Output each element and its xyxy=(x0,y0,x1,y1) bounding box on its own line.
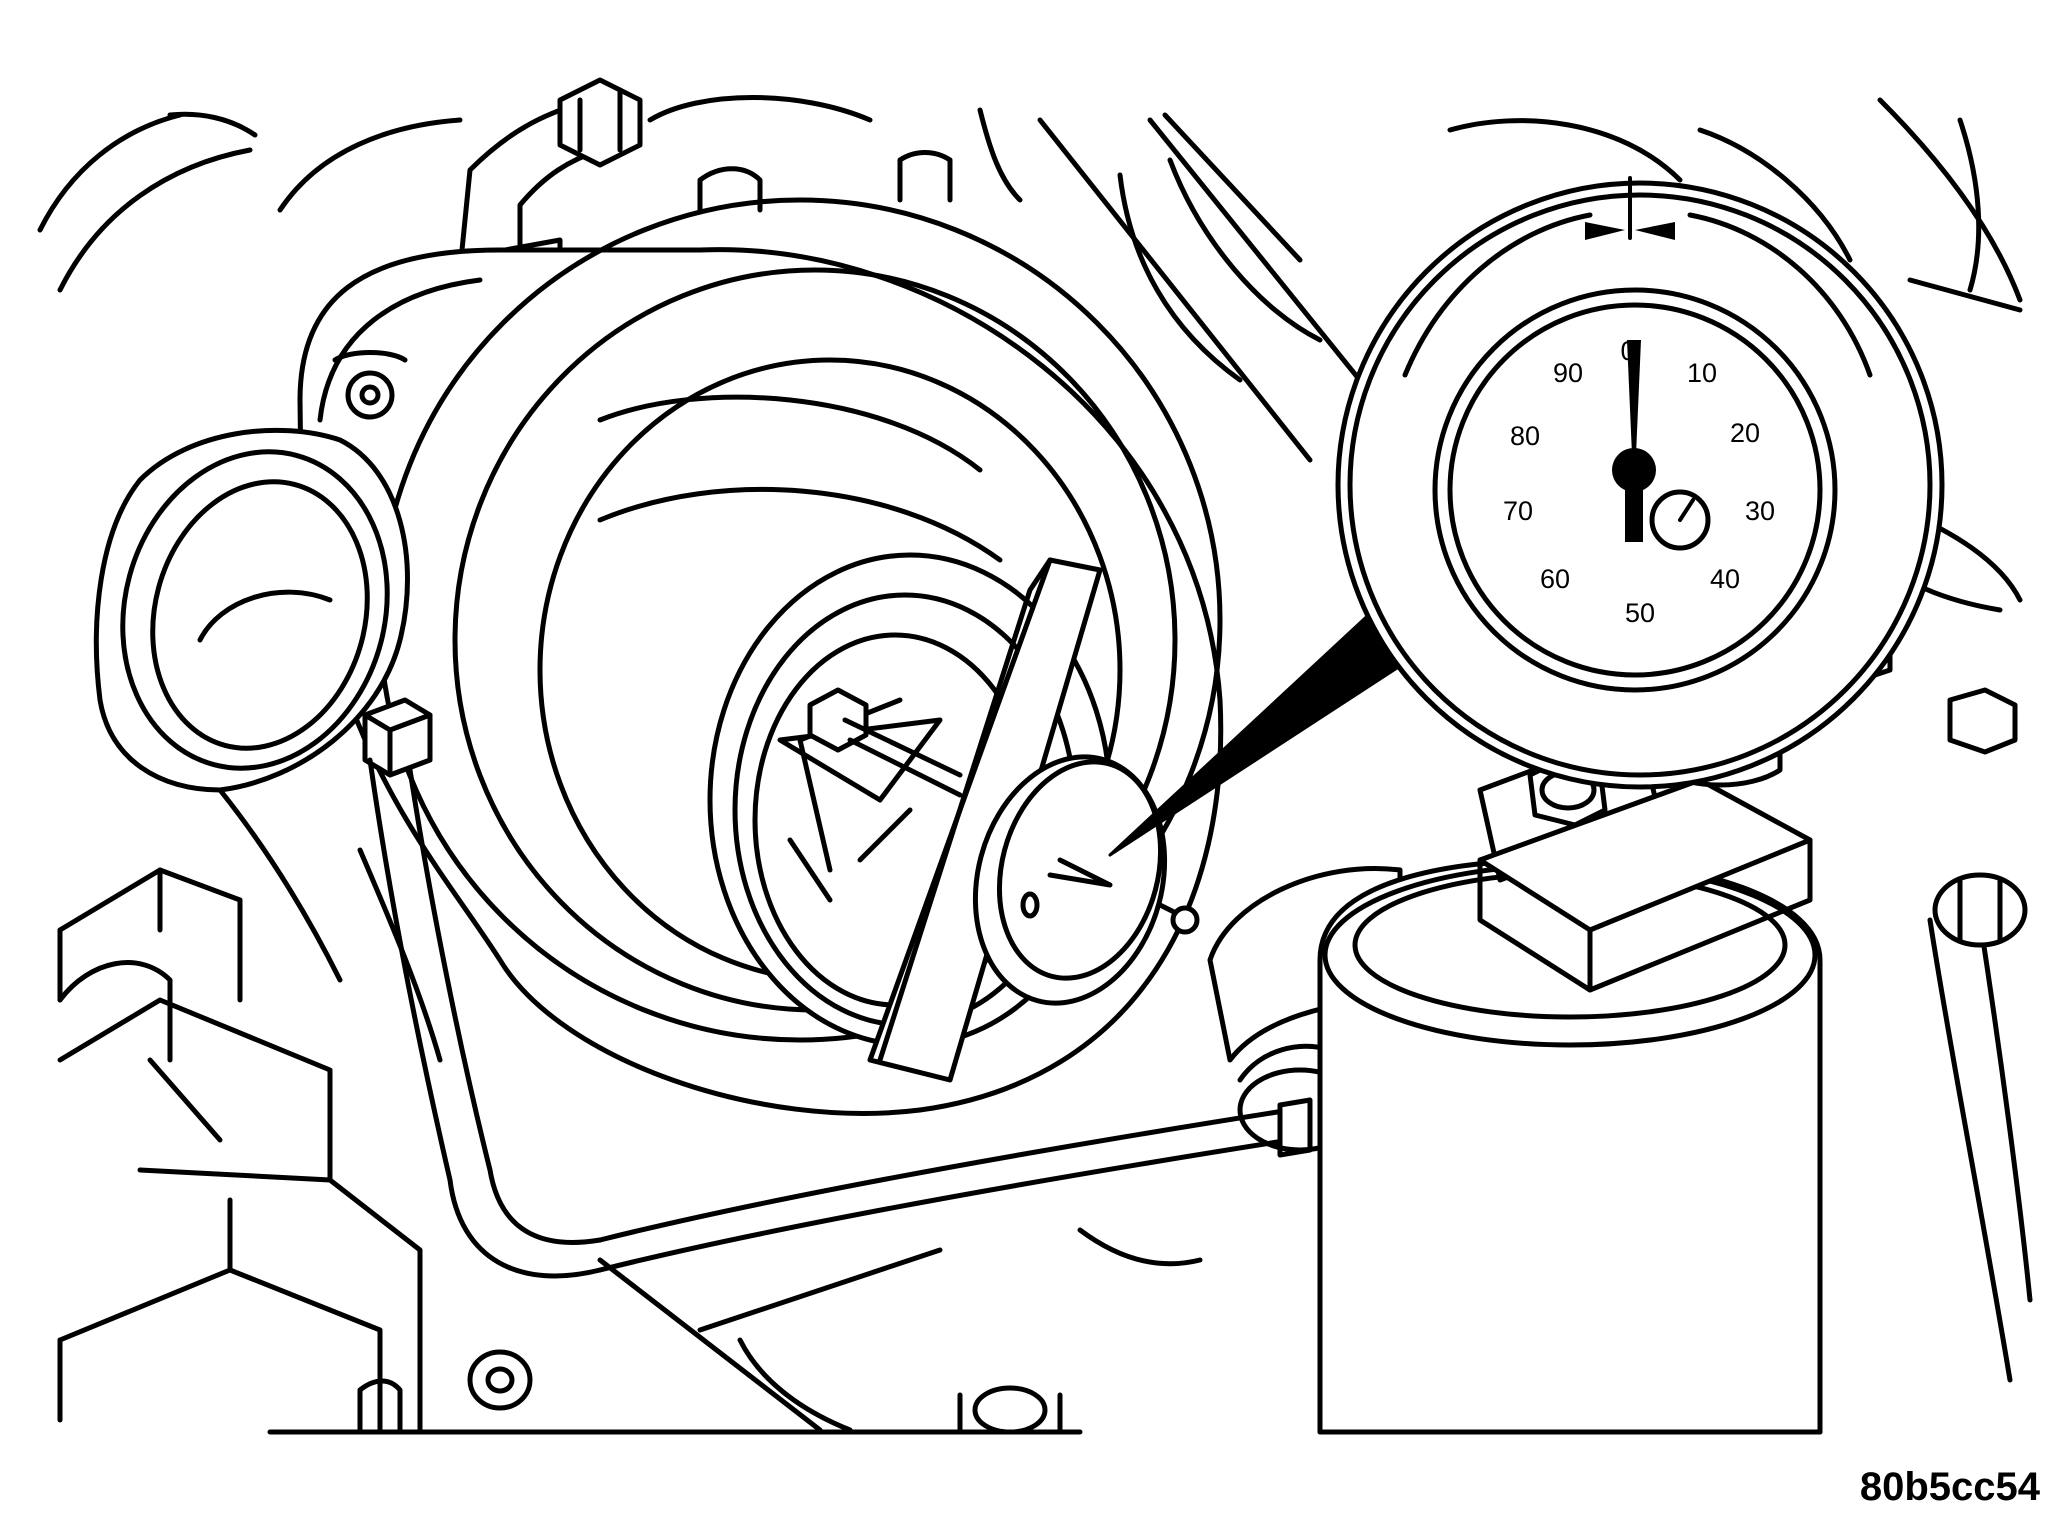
figure-reference-code: 80b5cc54 xyxy=(1860,1465,2041,1509)
dial-indicator xyxy=(972,593,1442,1006)
dial-label-90: 90 xyxy=(1553,358,1583,388)
dial-label-60: 60 xyxy=(1540,564,1570,594)
oil-filter-assembly xyxy=(1207,857,2033,1435)
dial-label-30: 30 xyxy=(1745,496,1775,526)
dial-label-40: 40 xyxy=(1710,564,1740,594)
dial-label-0: 0 xyxy=(1620,336,1635,366)
compressor-inlet-elbow xyxy=(93,427,443,1063)
dial-label-10: 10 xyxy=(1687,358,1717,388)
oil-drain-line xyxy=(362,697,1313,1279)
dial-scale-labels: 0 10 20 30 40 50 60 70 80 90 xyxy=(1503,336,1775,628)
dial-label-70: 70 xyxy=(1503,496,1533,526)
dial-label-20: 20 xyxy=(1730,418,1760,448)
magnified-dial-gauge xyxy=(1335,176,1945,790)
dial-label-80: 80 xyxy=(1510,421,1540,451)
dial-label-50: 50 xyxy=(1625,598,1655,628)
